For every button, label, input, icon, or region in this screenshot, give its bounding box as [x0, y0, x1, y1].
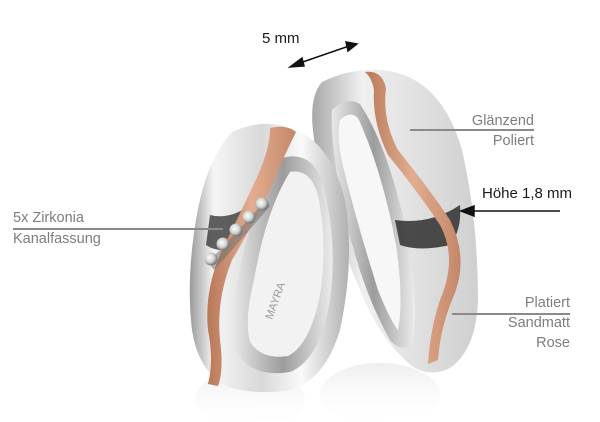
plated-label-line1: Platiert: [524, 295, 570, 311]
height-label: Höhe 1,8 mm: [482, 185, 573, 202]
stones-label-line1: 5x Zirkonia: [13, 210, 84, 226]
width-dimension-arrow: [287, 41, 359, 68]
width-label: 5 mm: [262, 30, 300, 47]
height-dimension-arrow: [458, 204, 560, 218]
zirconia-stones: [204, 197, 269, 266]
plated-label-line3: Rose: [536, 335, 570, 351]
plated-leader-line: [452, 313, 570, 315]
plated-label-line2: Sandmatt: [507, 315, 570, 331]
stones-label-line2: Kanalfassung: [13, 231, 101, 247]
ring-right: [312, 69, 478, 373]
stones-leader-line: [13, 228, 223, 230]
polished-leader-line: [410, 129, 534, 131]
ring-left: MAYRA: [189, 123, 349, 393]
polished-label-line2: Poliert: [492, 133, 534, 149]
polished-label-line1: Glänzend: [471, 113, 534, 129]
